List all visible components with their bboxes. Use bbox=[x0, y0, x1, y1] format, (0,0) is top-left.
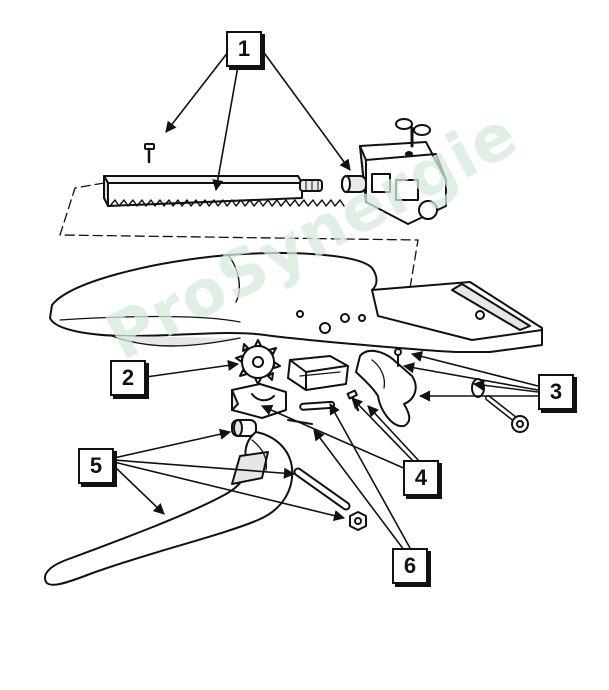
callout-4: 4 bbox=[403, 460, 439, 496]
right-cam-block bbox=[287, 355, 349, 391]
slide-block bbox=[341, 118, 447, 225]
callout-6: 6 bbox=[392, 548, 428, 584]
callout-2: 2 bbox=[110, 360, 146, 396]
pinion-gear bbox=[235, 339, 281, 385]
small-screw-center bbox=[346, 389, 360, 412]
nut bbox=[349, 511, 367, 531]
assembly-dashed-outline bbox=[59, 182, 419, 301]
trigger-lever bbox=[44, 431, 294, 586]
callout-1: 1 bbox=[226, 31, 262, 67]
rack-bar bbox=[103, 175, 345, 207]
pivot-pin bbox=[293, 467, 351, 511]
lever-arm bbox=[355, 348, 417, 428]
roller bbox=[231, 419, 257, 437]
leader-lines bbox=[113, 46, 539, 551]
callout-5: 5 bbox=[78, 448, 114, 484]
main-handle-body bbox=[49, 252, 543, 353]
callout-3: 3 bbox=[538, 374, 574, 410]
small-screw-top bbox=[144, 143, 155, 164]
